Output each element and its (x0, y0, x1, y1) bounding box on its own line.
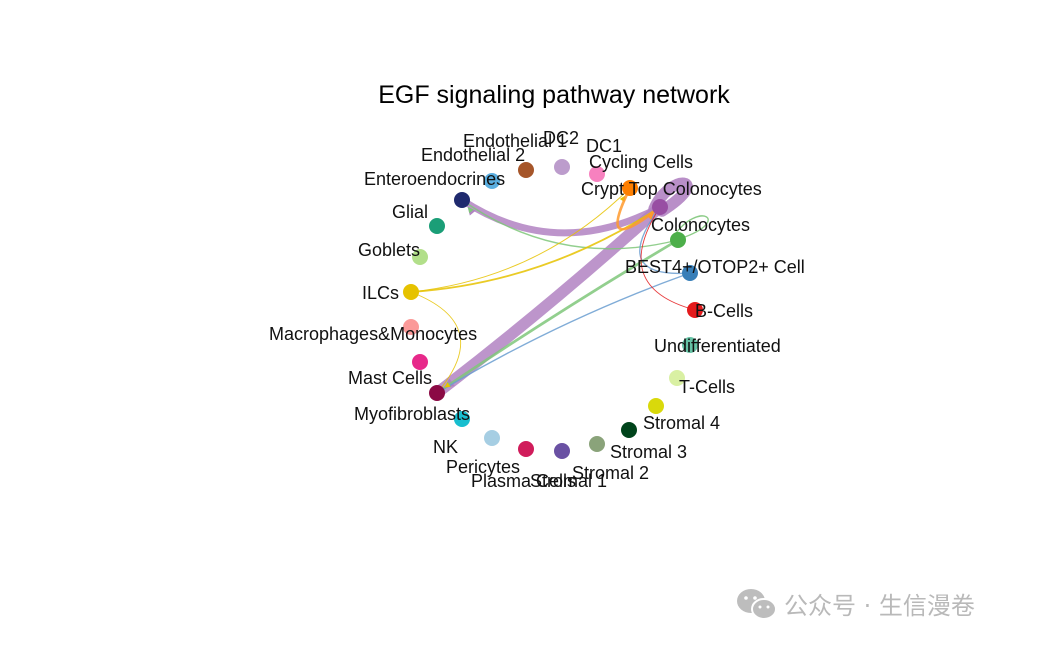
edge-cycling-to-crypt-top (616, 186, 662, 231)
node-label-endothelial1: Endothelial 1 (463, 131, 567, 151)
watermark-text: 公众号 · 生信漫卷 (784, 592, 975, 620)
node-label-stromal2: Stromal 2 (572, 463, 649, 483)
node-macrophages (403, 319, 419, 335)
watermark: 公众号 · 生信漫卷 (737, 589, 975, 620)
edge-ilcs-to-myofibroblasts (410, 291, 462, 394)
node-endothelial2 (484, 173, 500, 189)
node-label-cycling: Cycling Cells (589, 152, 693, 172)
edge-ilcs-to-cycling (410, 187, 631, 293)
node-colonocytes (670, 232, 686, 248)
node-t-cells (669, 370, 685, 386)
node-stromal2 (589, 436, 605, 452)
node-label-stromal4: Stromal 4 (643, 413, 720, 433)
edge-self-colonocytes (673, 215, 709, 239)
edge-colonocytes-to-enteroendocrines (461, 199, 679, 250)
node-enteroendocrines (454, 192, 470, 208)
node-pericytes (484, 430, 500, 446)
node-undifferentiated (682, 337, 698, 353)
node-b-cells (687, 302, 703, 318)
node-stromal3 (621, 422, 637, 438)
node-label-glial: Glial (392, 202, 428, 222)
node-glial (429, 218, 445, 234)
node-dc1 (589, 166, 605, 182)
node-label-plasma: Plasma Cells (471, 471, 576, 491)
edge-best4-to-myofibroblasts (436, 272, 691, 394)
node-label-mast: Mast Cells (348, 368, 432, 388)
node-label-ilcs: ILCs (362, 283, 399, 303)
node-myofibroblasts (429, 385, 445, 401)
edge-ilcs-to-crypt-top (410, 206, 661, 293)
node-label-stromal1: Stromal 1 (530, 471, 607, 491)
edge-layer (410, 177, 709, 399)
node-stromal4 (648, 398, 664, 414)
node-label-undifferentiated: Undifferentiated (654, 336, 781, 356)
edge-b-cells-to-crypt-top (640, 206, 696, 311)
node-cycling (622, 180, 638, 196)
node-goblets (412, 249, 428, 265)
node-nk (454, 411, 470, 427)
node-crypt-top (652, 199, 668, 215)
node-best4 (682, 265, 698, 281)
node-label-best4: BEST4+/OTOP2+ Cell (625, 257, 805, 277)
node-plasma (518, 441, 534, 457)
node-label-b-cells: B-Cells (695, 301, 753, 321)
node-label-t-cells: T-Cells (679, 377, 735, 397)
node-label-crypt-top: Crypt Top Colonocytes (581, 179, 762, 199)
node-label-dc1: DC1 (586, 136, 622, 156)
edge-arrowhead (646, 213, 654, 220)
chart-title: EGF signaling pathway network (378, 81, 730, 109)
node-endothelial1 (518, 162, 534, 178)
node-label-nk: NK (433, 437, 458, 457)
node-mast (412, 354, 428, 370)
node-label-goblets: Goblets (358, 240, 420, 260)
node-label-enteroendocrines: Enteroendocrines (364, 169, 505, 189)
node-ilcs (403, 284, 419, 300)
node-layer (403, 159, 703, 459)
node-label-pericytes: Pericytes (446, 457, 520, 477)
edge-self-crypt-top (648, 177, 693, 217)
node-label-endothelial2: Endothelial 2 (421, 145, 525, 165)
node-stromal1 (554, 443, 570, 459)
edge-arrowhead (444, 382, 451, 388)
edge-arrowhead (467, 206, 474, 214)
node-label-myofibroblasts: Myofibroblasts (354, 404, 470, 424)
edge-colonocytes-to-myofibroblasts (435, 238, 680, 395)
edge-crypt-top-to-enteroendocrines (458, 196, 664, 237)
node-label-colonocytes: Colonocytes (651, 215, 750, 235)
node-label-macrophages: Macrophages&Monocytes (269, 324, 477, 344)
label-layer: B-Cells BEST4+/OTOP2+ Cell Colonocytes Cryp… (269, 128, 805, 491)
edge-crypt-top-to-myofibroblasts (431, 201, 666, 399)
node-label-dc2: DC2 (543, 128, 579, 148)
node-label-stromal3: Stromal 3 (610, 442, 687, 462)
wechat-icon (737, 589, 777, 620)
node-dc2 (554, 159, 570, 175)
